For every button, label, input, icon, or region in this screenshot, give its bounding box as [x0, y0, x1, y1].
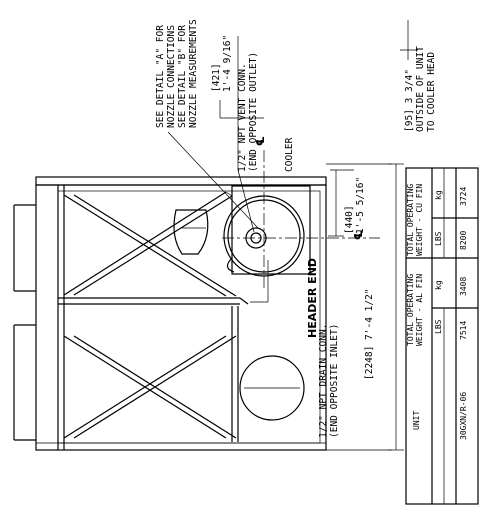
- table-sub-kg-1: kg: [434, 280, 443, 290]
- detail-label-2: NOZZLE CONNECTIONS: [166, 25, 177, 128]
- dim-95-line2: OUTSIDE OF UNIT: [415, 46, 426, 132]
- dim-95-line1: [95] 3 3/4": [404, 69, 415, 132]
- table-col-unit: UNIT: [412, 411, 421, 430]
- coil-bracing-lower: [63, 306, 239, 442]
- table-row-unit: 30GXN/R-06: [459, 392, 468, 440]
- table-col-cu-line1: TOTAL OPERATING: [406, 184, 415, 256]
- compressor-lower: [239, 355, 305, 421]
- detail-label-1: SEE DETAIL "A" FOR: [155, 25, 166, 128]
- dim-440-imperial: 1'-5 5/16": [355, 177, 366, 234]
- dim-421-metric: [421]: [211, 63, 222, 92]
- dimension-lines: [219, 20, 418, 451]
- dim-421-imperial: 1'-4 9/16": [222, 35, 233, 92]
- unit-body: [13, 176, 327, 451]
- leader-lines: [167, 36, 269, 303]
- cooler-assembly: [222, 150, 380, 290]
- table-row-al-kg: 3408: [459, 277, 468, 296]
- table-row-cu-lbs: 8200: [459, 231, 468, 250]
- cooler-label: COOLER: [284, 137, 295, 172]
- drain-label-1: 1/2" NPT DRAIN CONN.: [318, 324, 329, 438]
- vent-label-1: 1/2" NPT VENT CONN.: [237, 63, 248, 172]
- table-col-al-line1: TOTAL OPERATING: [406, 274, 415, 346]
- dim-440-metric: [440]: [344, 205, 355, 234]
- vent-label-2: (END OPPOSITE OUTLET): [248, 52, 259, 172]
- table-col-al-line2: WEIGHT - AL FIN: [415, 274, 424, 346]
- table-row-cu-kg: 3724: [459, 187, 468, 206]
- table-sub-lbs-2: LBS: [434, 231, 443, 246]
- weight-table: TOTAL OPERATING WEIGHT - CU FIN TOTAL OP…: [405, 167, 479, 505]
- table-sub-lbs-1: LBS: [434, 319, 443, 334]
- table-row-al-lbs: 7514: [459, 321, 468, 340]
- drain-label-2: (END OPPOSITE INLET): [329, 324, 340, 438]
- compressor-upper: [173, 209, 209, 255]
- dim-95-line3: TO COOLER HEAD: [426, 52, 437, 132]
- horizontal-centerline-mark: ℄: [352, 230, 365, 240]
- table-sub-kg-2: kg: [434, 190, 443, 200]
- cooler-centerline-mark: ℄: [254, 136, 267, 146]
- detail-label-3: SEE DETAIL "B" FOR: [177, 25, 188, 128]
- header-end-label: HEADER END: [306, 258, 319, 338]
- coil-bracing-upper: [63, 191, 237, 297]
- detail-label-4: NOZZLE MEASUREMENTS: [188, 19, 199, 128]
- table-col-cu-line2: WEIGHT - CU FIN: [415, 184, 424, 256]
- dim-2248-label: [2248] 7'-4 1/2": [364, 288, 375, 380]
